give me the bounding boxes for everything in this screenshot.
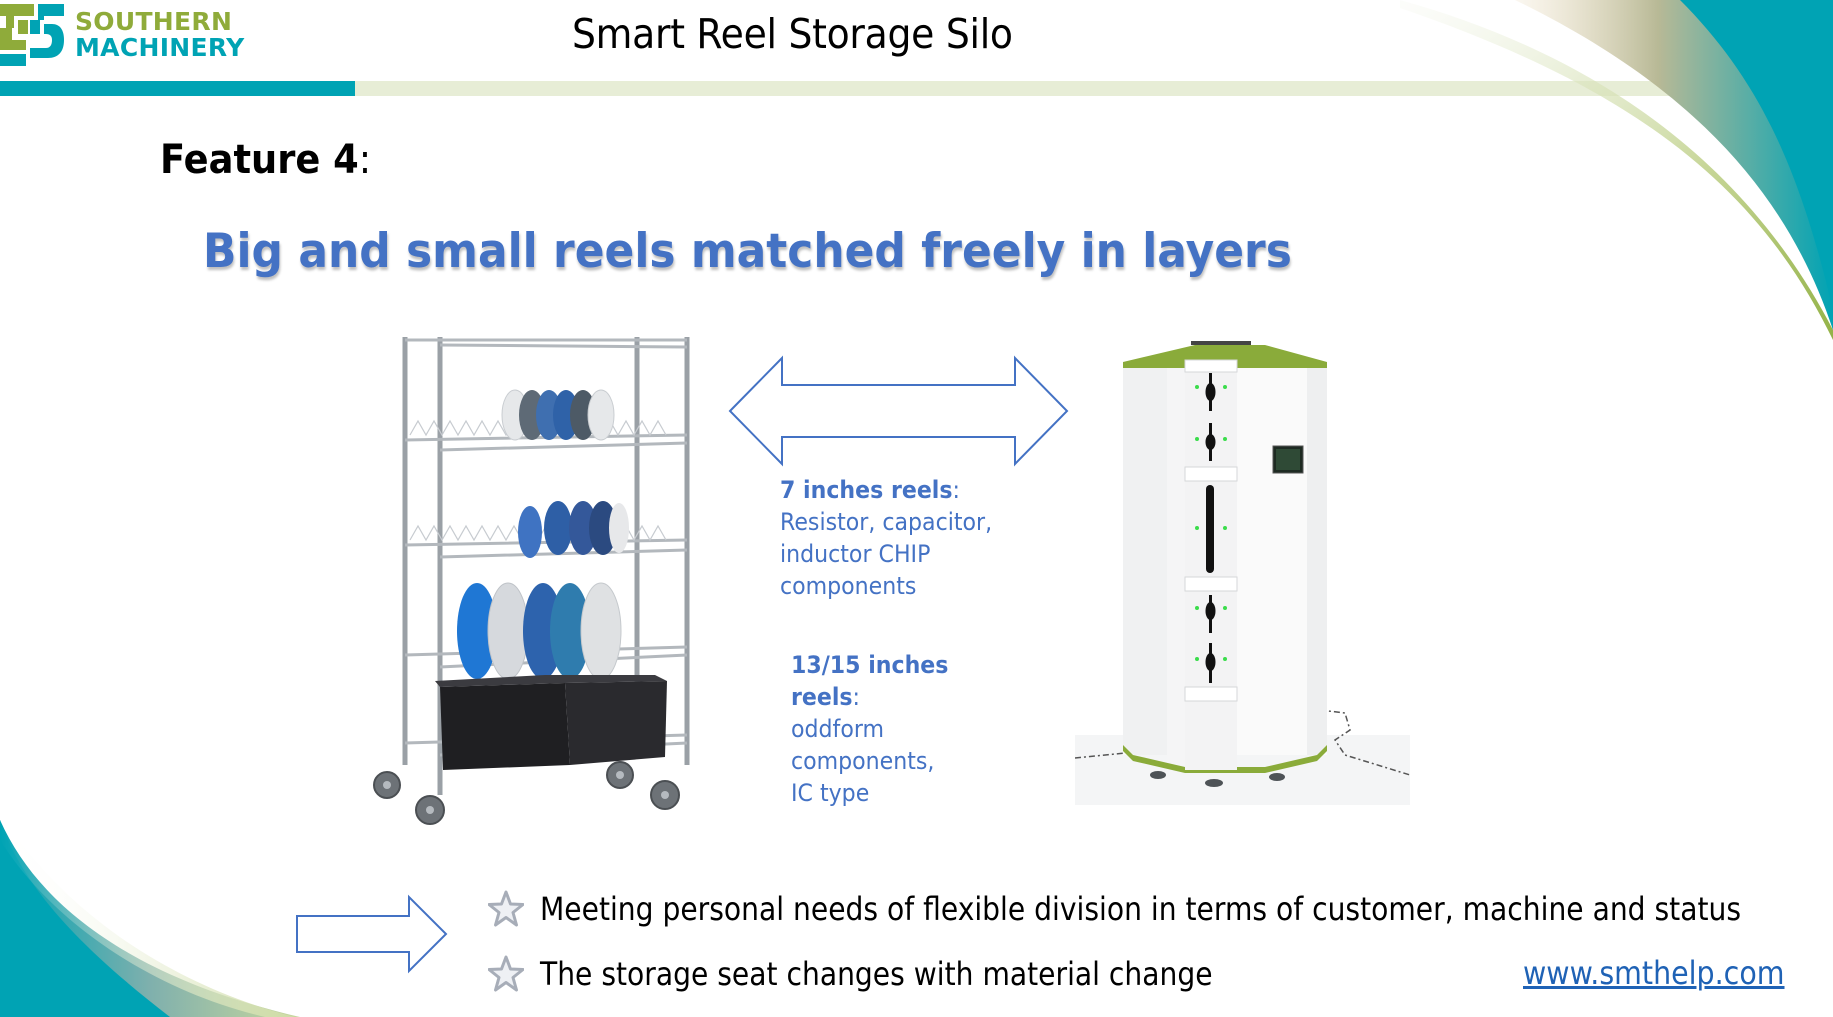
bullet-text-2: The storage seat changes with material c… (540, 955, 1213, 993)
spec-7-inch-line-1: Resistor, capacitor, (780, 508, 993, 536)
website-link[interactable]: www.smthelp.com (1523, 954, 1785, 992)
spec-7-inch-title: 7 inches reels: (780, 476, 960, 504)
left-right-arrow-icon (728, 355, 1069, 467)
logo-text-southern: SOUTHERN (75, 7, 233, 36)
spec-13-15-inch: 13/15 inches reels: oddform components, … (791, 649, 948, 809)
feature-label: Feature 4: (160, 137, 371, 183)
spec-7-inch-line-2: inductor CHIP (780, 540, 931, 568)
company-logo: SOUTHERN MACHINERY (0, 0, 244, 70)
star-icon (488, 890, 524, 927)
feature-label-colon: : (358, 137, 372, 183)
reel-cart-image (373, 337, 690, 825)
right-arrow-icon (296, 894, 448, 974)
bullet-item-1: Meeting personal needs of flexible divis… (488, 887, 1833, 931)
spec-7-inch: 7 inches reels: Resistor, capacitor, ind… (780, 474, 992, 602)
logo-mark-icon (0, 4, 64, 66)
spec-13-15-line-2: components, (791, 747, 935, 775)
spec-13-15-line-1: oddform (791, 715, 885, 743)
slide-title: Smart Reel Storage Silo (572, 10, 1013, 58)
feature-label-text: Feature 4 (160, 137, 359, 183)
spec-13-15-line-3: IC type (791, 779, 870, 807)
logo-text-machinery: MACHINERY (75, 33, 245, 62)
bullet-item-2: The storage seat changes with material c… (488, 952, 1304, 996)
storage-tower-image (1075, 341, 1411, 805)
header-bar-light (355, 81, 1705, 96)
spec-7-inch-line-3: components (780, 572, 917, 600)
spec-13-15-title-1: 13/15 inches (791, 651, 949, 679)
spec-13-15-title-2: reels: (791, 683, 860, 711)
feature-headline: Big and small reels matched freely in la… (203, 224, 1292, 279)
bullet-text-1: Meeting personal needs of flexible divis… (540, 890, 1742, 928)
header-bar-teal (0, 81, 355, 96)
star-icon (488, 955, 524, 992)
